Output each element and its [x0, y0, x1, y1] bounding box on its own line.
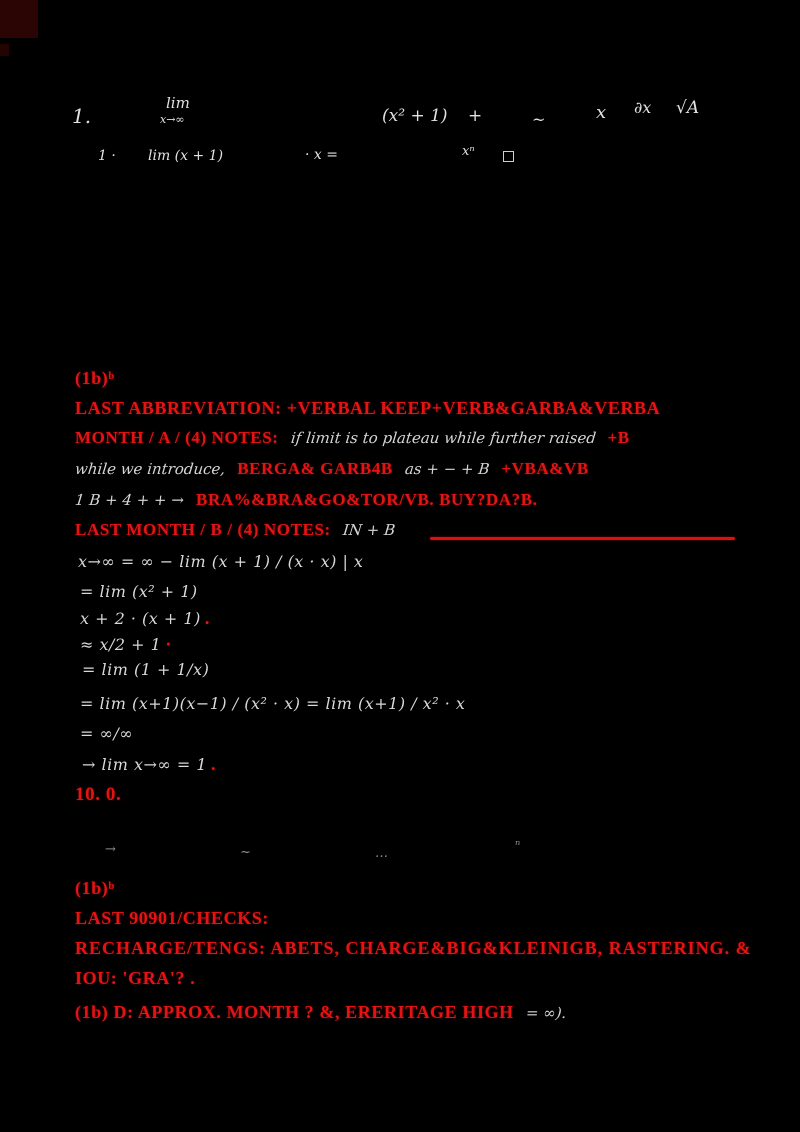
feedback1-line2-red: MONTH / A / (4) NOTES:	[75, 428, 279, 447]
work-line: = lim (1 + 1/x)	[82, 660, 210, 679]
work-line-with-mark: → lim x→∞ = 1 .	[82, 754, 216, 775]
math-l2-a: 1 ·	[98, 148, 116, 164]
math-partial: ∂x	[634, 98, 652, 117]
work-line: = lim (x+1)(x−1) / (x² · x) = lim (x+1) …	[80, 694, 466, 713]
feedback2-line4: (1b) D: APPROX. MONTH ? &, ERERITAGE HIG…	[75, 1002, 568, 1023]
faint-glyph: …	[375, 846, 388, 861]
faint-glyph: ⁿ	[515, 838, 521, 853]
math-l2-b: lim (x + 1)	[148, 148, 224, 164]
work-line-with-mark: x + 2 · (x + 1) .	[80, 608, 209, 629]
grade-mark: 10. 0.	[75, 784, 122, 805]
work-line: x→∞ = ∞ − lim (x + 1) / (x · x) | x	[78, 552, 364, 571]
math-l2-d: xⁿ	[462, 144, 475, 159]
feedback1-line3-hw2: as + − + B	[403, 460, 491, 478]
corner-artifact	[0, 0, 38, 38]
red-strike-line	[430, 537, 735, 540]
feedback2-line3: IOU: 'GRA'? .	[75, 968, 196, 988]
math-lim: lim	[166, 94, 190, 112]
red-period-mark: .	[211, 754, 216, 774]
faint-glyph: ~	[240, 845, 251, 860]
feedback1-line4: 1 B + 4 + + → BRA%&BRA&GO&TOR/VB. BUY?DA…	[74, 490, 538, 510]
feedback1-line1: LAST ABBREVIATION: +VERBAL KEEP+VERB&GAR…	[75, 398, 661, 418]
feedback1-line3-hw1: while we introduce,	[74, 460, 227, 478]
feedback1-line5-red: LAST MONTH / B / (4) NOTES:	[75, 520, 331, 539]
feedback1-line3-red1: BERGA& GARB4B	[237, 459, 393, 478]
math-expression: (x² + 1)	[382, 106, 448, 126]
math-item-number: 1.	[72, 104, 92, 128]
feedback2-line4-red: (1b) D: APPROX. MONTH ? &, ERERITAGE HIG…	[75, 1002, 514, 1022]
work-line: x + 2 · (x + 1)	[80, 609, 201, 628]
math-plus: +	[468, 106, 483, 126]
feedback2-line4-hw: = ∞).	[524, 1004, 568, 1022]
red-comma-mark: ·	[165, 634, 172, 654]
feedback2-tag: (1b)ᵇ	[75, 878, 115, 898]
feedback1-line4-red: BRA%&BRA&GO&TOR/VB. BUY?DA?B.	[196, 490, 538, 509]
math-lim-subscript: x→∞	[160, 113, 185, 126]
math-tilde: ~	[532, 110, 546, 129]
work-line: ≈ x/2 + 1	[80, 635, 162, 654]
math-x: x	[596, 102, 607, 123]
feedback1-tag: (1b)ᵇ	[75, 368, 115, 388]
work-line-with-mark: ≈ x/2 + 1 ·	[80, 634, 171, 655]
faint-glyph: →	[105, 842, 116, 857]
work-line: = ∞/∞	[80, 724, 134, 743]
feedback1-line3-red2: +VBA&VB	[501, 459, 589, 478]
math-root: √A	[676, 98, 700, 118]
feedback1-line5: LAST MONTH / B / (4) NOTES: IN + B	[75, 520, 396, 540]
feedback1-line3: while we introduce, BERGA& GARB4B as + −…	[74, 459, 589, 479]
small-box-glyph	[503, 151, 514, 162]
feedback1-line2-handwriting: if limit is to plateau while further rai…	[289, 429, 597, 447]
corner-artifact-small	[0, 44, 9, 56]
red-dot-mark: .	[204, 608, 210, 628]
work-line: → lim x→∞ = 1	[82, 755, 207, 774]
feedback1-line2-end: +B	[607, 428, 630, 447]
feedback1-line2: MONTH / A / (4) NOTES: if limit is to pl…	[75, 428, 630, 448]
feedback1-line4-hw: 1 B + 4 + + →	[74, 491, 185, 509]
work-line: = lim (x² + 1)	[80, 582, 198, 601]
math-l2-c: · x =	[305, 147, 338, 163]
feedback2-line1: LAST 90901/CHECKS:	[75, 908, 270, 928]
feedback2-line2: RECHARGE/TENGS: ABETS, CHARGE&BIG&KLEINI…	[75, 938, 752, 958]
feedback1-line5-hw: IN + B	[341, 521, 396, 539]
